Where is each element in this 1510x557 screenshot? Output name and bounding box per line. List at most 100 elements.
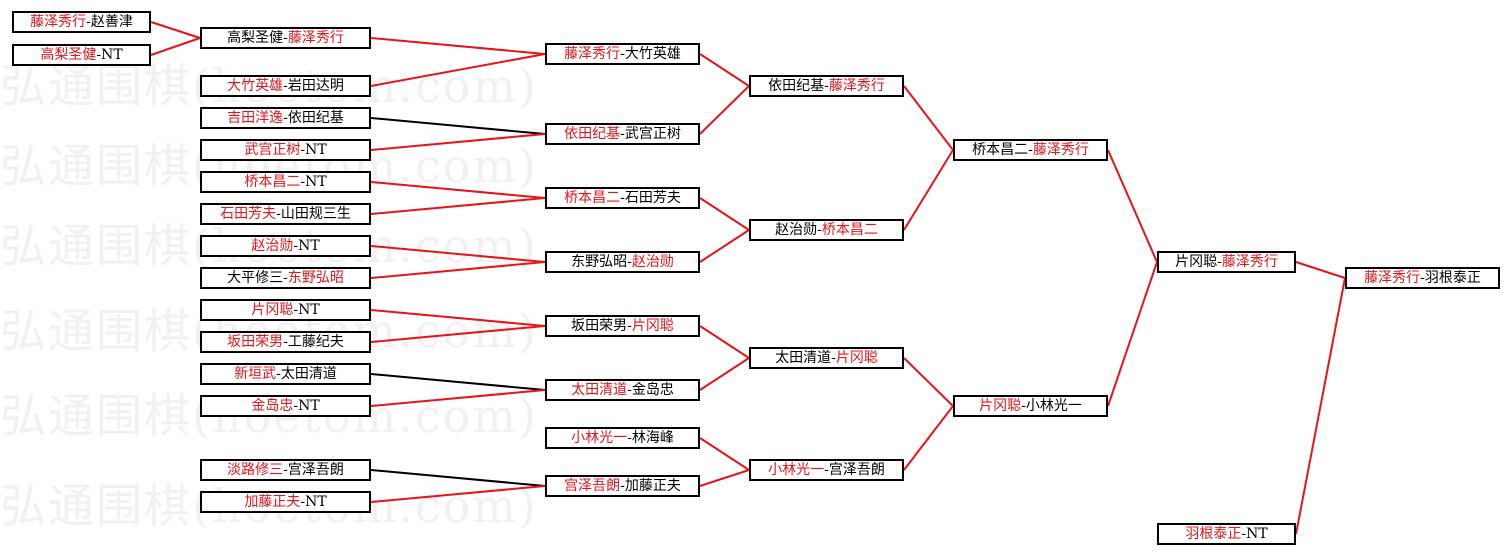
player-name: 淡路修三 xyxy=(227,462,284,478)
match-box[interactable]: 大平修三-东野弘昭 xyxy=(200,267,371,289)
player-name: 石田芳夫 xyxy=(220,206,277,222)
match-box[interactable]: 坂田荣男-工藤纪夫 xyxy=(200,331,371,353)
match-box[interactable]: 桥本昌二-石田芳夫 xyxy=(545,187,700,209)
match-box[interactable]: 片冈聪-小林光一 xyxy=(953,395,1108,417)
match-box[interactable]: 太田清道-片冈聪 xyxy=(749,347,904,369)
player-name: 小林光一 xyxy=(571,430,628,446)
connector-line xyxy=(370,37,546,55)
player-name: 加藤正夫 xyxy=(244,494,301,510)
player-name: NT xyxy=(101,47,123,63)
match-box[interactable]: 石田芳夫-山田规三生 xyxy=(200,203,371,225)
match-box[interactable]: 桥本昌二-NT xyxy=(200,171,371,193)
player-name: NT xyxy=(298,238,320,254)
match-box[interactable]: 金岛忠-NT xyxy=(200,395,371,417)
connector-line xyxy=(699,229,750,263)
match-box[interactable]: 坂田荣男-片冈聪 xyxy=(545,315,700,337)
match-box[interactable]: 赵治勋-NT xyxy=(200,235,371,257)
player-name: NT xyxy=(305,174,327,190)
player-name: 藤泽秀行 xyxy=(287,30,344,46)
player-name: 片冈聪 xyxy=(251,302,294,318)
match-box[interactable]: 高梨圣健-NT xyxy=(12,44,151,66)
match-box[interactable]: 片冈聪-藤泽秀行 xyxy=(1157,251,1296,273)
player-name: 太田清道 xyxy=(775,350,832,366)
player-name: 金岛忠 xyxy=(251,398,294,414)
match-box[interactable]: 加藤正夫-NT xyxy=(200,491,371,513)
player-name: 片冈聪 xyxy=(631,318,674,334)
player-name: 依田纪基 xyxy=(768,78,825,94)
connector-line xyxy=(370,469,546,487)
player-name: 太田清道 xyxy=(280,366,337,382)
player-name: 赵善津 xyxy=(90,14,133,30)
match-box[interactable]: 藤泽秀行-大竹英雄 xyxy=(545,43,700,65)
connector-line xyxy=(370,373,546,391)
match-box[interactable]: 桥本昌二-藤泽秀行 xyxy=(953,139,1108,161)
player-name: 桥本昌二 xyxy=(972,142,1029,158)
match-box[interactable]: 羽根泰正-NT xyxy=(1157,523,1296,545)
player-name: 小林光一 xyxy=(768,462,825,478)
player-name: 武宫正树 xyxy=(624,126,681,142)
match-box[interactable]: 东野弘昭-赵治勋 xyxy=(545,251,700,273)
player-name: NT xyxy=(1246,526,1268,542)
player-name: 藤泽秀行 xyxy=(1032,142,1089,158)
match-box[interactable]: 武宫正树-NT xyxy=(200,139,371,161)
player-name: 石田芳夫 xyxy=(624,190,681,206)
connector-line xyxy=(903,405,954,471)
player-name: 坂田荣男 xyxy=(227,334,284,350)
player-name: 赵治勋 xyxy=(251,238,294,254)
player-name: 桥本昌二 xyxy=(821,222,878,238)
match-box[interactable]: 宫泽吾朗-加藤正夫 xyxy=(545,475,700,497)
player-name: 金岛忠 xyxy=(631,382,674,398)
connector-line xyxy=(699,469,750,487)
player-name: 高梨圣健 xyxy=(227,30,284,46)
player-name: 高梨圣健 xyxy=(40,47,97,63)
connector-line xyxy=(370,245,546,263)
match-box[interactable]: 淡路修三-宫泽吾朗 xyxy=(200,459,371,481)
player-name: 依田纪基 xyxy=(287,110,344,126)
player-name: 藤泽秀行 xyxy=(1221,254,1278,270)
player-name: NT xyxy=(298,302,320,318)
connector-line xyxy=(1107,261,1158,407)
match-box[interactable]: 小林光一-林海峰 xyxy=(545,427,700,449)
player-name: 宫泽吾朗 xyxy=(828,462,885,478)
player-name: 大竹英雄 xyxy=(227,78,284,94)
connector-line xyxy=(699,325,750,359)
match-box[interactable]: 藤泽秀行-赵善津 xyxy=(12,11,151,33)
player-name: 坂田荣男 xyxy=(571,318,628,334)
match-box[interactable]: 赵治勋-桥本昌二 xyxy=(749,219,904,241)
match-box[interactable]: 大竹英雄-岩田达明 xyxy=(200,75,371,97)
player-name: 藤泽秀行 xyxy=(564,46,621,62)
connector-line xyxy=(150,21,201,39)
player-name: 武宫正树 xyxy=(244,142,301,158)
match-box[interactable]: 依田纪基-武宫正树 xyxy=(545,123,700,145)
match-box[interactable]: 依田纪基-藤泽秀行 xyxy=(749,75,904,97)
player-name: NT xyxy=(298,398,320,414)
connector-line xyxy=(370,117,546,135)
player-name: 片冈聪 xyxy=(1175,254,1218,270)
player-name: 赵治勋 xyxy=(775,222,818,238)
player-name: 片冈聪 xyxy=(979,398,1022,414)
connector-line xyxy=(699,53,750,87)
match-box[interactable]: 新垣武-太田清道 xyxy=(200,363,371,385)
player-name: 山田规三生 xyxy=(280,206,351,222)
match-box[interactable]: 片冈聪-NT xyxy=(200,299,371,321)
connector-line xyxy=(370,53,546,87)
match-box[interactable]: 吉田洋逸-依田纪基 xyxy=(200,107,371,129)
player-name: 岩田达明 xyxy=(287,78,344,94)
player-name: 太田清道 xyxy=(571,382,628,398)
connector-line xyxy=(370,309,546,327)
player-name: 羽根泰正 xyxy=(1424,270,1481,286)
player-name: 工藤纪夫 xyxy=(287,334,344,350)
connector-line xyxy=(1295,261,1346,279)
final-match-box[interactable]: 藤泽秀行-羽根泰正 xyxy=(1345,267,1500,289)
player-name: 吉田洋逸 xyxy=(227,110,284,126)
player-name: NT xyxy=(305,494,327,510)
player-name: 片冈聪 xyxy=(835,350,878,366)
match-box[interactable]: 太田清道-金岛忠 xyxy=(545,379,700,401)
connector-line xyxy=(150,37,201,56)
connector-line xyxy=(370,181,546,199)
match-box[interactable]: 高梨圣健-藤泽秀行 xyxy=(200,27,371,49)
connector-line xyxy=(1295,277,1346,535)
match-box[interactable]: 小林光一-宫泽吾朗 xyxy=(749,459,904,481)
connector-line xyxy=(1107,149,1158,263)
